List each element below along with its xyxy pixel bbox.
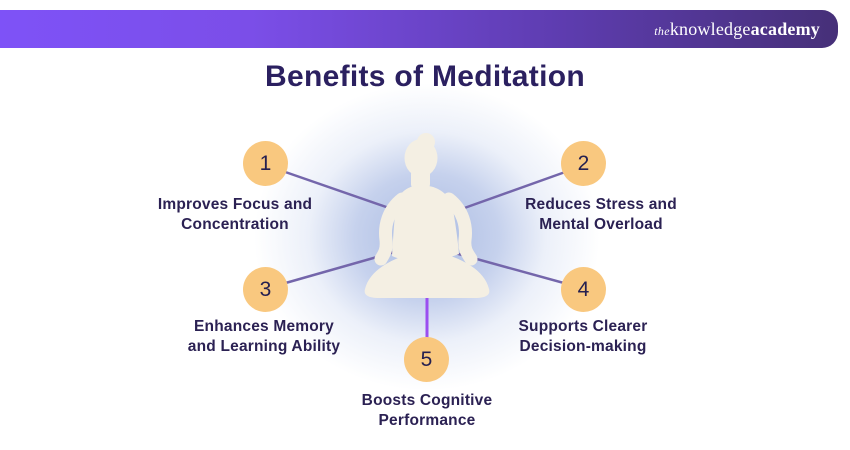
connector-line-2 xyxy=(441,164,583,218)
logo-name: knowledge xyxy=(669,18,751,39)
benefit-number-circle-2: 2 xyxy=(561,141,606,186)
benefit-label-2: Reduces Stress and Mental Overload xyxy=(525,196,677,234)
benefit-label-5: Boosts Cognitive Performance xyxy=(361,392,493,430)
logo-suffix: academy xyxy=(750,18,820,39)
benefit-number-circle-3: 3 xyxy=(243,267,288,312)
benefit-number-circle-5: 5 xyxy=(404,337,449,382)
knowledge-academy-logo: theknowledgeacademy xyxy=(654,19,838,40)
header-bar: theknowledgeacademy xyxy=(0,10,838,48)
benefit-label-4: Supports Clearer Decision-making xyxy=(518,318,648,356)
benefit-number-circle-4: 4 xyxy=(561,267,606,312)
benefit-number-2: 2 xyxy=(577,151,590,175)
benefit-number-4: 4 xyxy=(577,277,590,301)
benefit-number-1: 1 xyxy=(259,151,272,175)
benefit-label-3: Enhances Memory and Learning Ability xyxy=(187,318,341,356)
benefit-number-3: 3 xyxy=(259,277,272,301)
benefit-number-5: 5 xyxy=(420,347,433,371)
benefit-number-circle-1: 1 xyxy=(243,141,288,186)
logo-prefix: the xyxy=(654,23,670,38)
meditating-person-silhouette xyxy=(364,133,490,298)
benefit-label-1: Improves Focus and Concentration xyxy=(157,196,313,234)
